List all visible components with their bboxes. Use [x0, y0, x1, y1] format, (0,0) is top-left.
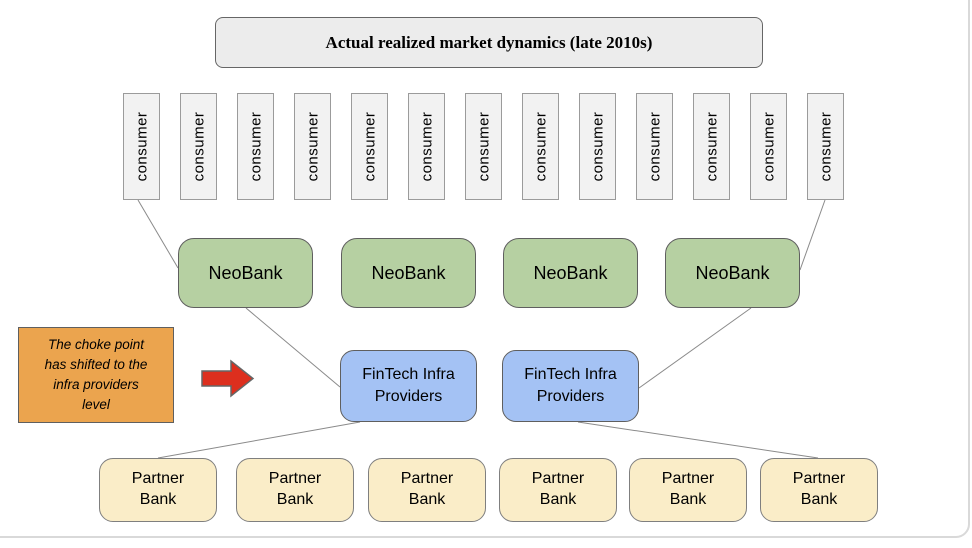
partner-bank-label: Partner Bank	[268, 470, 322, 508]
neobank-box-2: NeoBank	[341, 238, 476, 308]
fintech-infra-box-1: FinTech Infra Providers	[340, 350, 477, 422]
consumer-box-11: consumer	[693, 93, 730, 200]
consumer-label: consumer	[646, 111, 664, 182]
connector-neobank4-infra2	[638, 307, 752, 389]
consumer-box-5: consumer	[351, 93, 388, 200]
consumer-box-12: consumer	[750, 93, 787, 200]
neobank-box-1: NeoBank	[178, 238, 313, 308]
consumer-label: consumer	[418, 111, 436, 182]
partner-bank-label: Partner Bank	[531, 470, 585, 508]
neobank-label: NeoBank	[533, 262, 608, 283]
fintech-infra-label: FinTech Infra Providers	[362, 366, 455, 405]
fintech-infra-box-2: FinTech Infra Providers	[502, 350, 639, 422]
consumer-box-9: consumer	[579, 93, 616, 200]
right-arrow-icon	[201, 359, 255, 398]
diagram-title: Actual realized market dynamics (late 20…	[215, 17, 763, 68]
partner-bank-box-1: Partner Bank	[99, 458, 217, 522]
neobank-label: NeoBank	[208, 262, 283, 283]
consumer-box-4: consumer	[294, 93, 331, 200]
annotation-callout: The choke point has shifted to the infra…	[18, 327, 174, 423]
partner-bank-box-6: Partner Bank	[760, 458, 878, 522]
neobank-label: NeoBank	[371, 262, 446, 283]
connector-consumer13-neobank4	[799, 199, 826, 271]
consumer-box-3: consumer	[237, 93, 274, 200]
consumer-label: consumer	[703, 111, 721, 182]
consumer-label: consumer	[475, 111, 493, 182]
consumer-label: consumer	[532, 111, 550, 182]
neobank-label: NeoBank	[695, 262, 770, 283]
consumer-box-8: consumer	[522, 93, 559, 200]
connector-neobank1-infra1	[245, 307, 341, 388]
connector-infra2-partnerbank6	[577, 421, 819, 459]
neobank-box-4: NeoBank	[665, 238, 800, 308]
consumer-label: consumer	[589, 111, 607, 182]
consumer-box-7: consumer	[465, 93, 502, 200]
consumer-box-1: consumer	[123, 93, 160, 200]
consumer-label: consumer	[361, 111, 379, 182]
consumer-label: consumer	[304, 111, 322, 182]
consumer-label: consumer	[247, 111, 265, 182]
consumer-box-13: consumer	[807, 93, 844, 200]
partner-bank-box-2: Partner Bank	[236, 458, 354, 522]
consumer-label: consumer	[760, 111, 778, 182]
partner-bank-label: Partner Bank	[792, 470, 846, 508]
fintech-infra-label: FinTech Infra Providers	[524, 366, 617, 405]
consumer-label: consumer	[817, 111, 835, 182]
consumer-label: consumer	[190, 111, 208, 182]
annotation-text: The choke point has shifted to the infra…	[44, 336, 148, 413]
consumer-box-6: consumer	[408, 93, 445, 200]
connector-consumer1-neobank1	[137, 199, 179, 269]
partner-bank-label: Partner Bank	[400, 470, 454, 508]
diagram-title-label: Actual realized market dynamics (late 20…	[325, 32, 653, 52]
partner-bank-box-3: Partner Bank	[368, 458, 486, 522]
partner-bank-box-5: Partner Bank	[629, 458, 747, 522]
consumer-label: consumer	[133, 111, 151, 182]
neobank-box-3: NeoBank	[503, 238, 638, 308]
connector-infra1-partnerbank1	[157, 421, 361, 459]
partner-bank-label: Partner Bank	[661, 470, 715, 508]
partner-bank-box-4: Partner Bank	[499, 458, 617, 522]
partner-bank-label: Partner Bank	[131, 470, 185, 508]
consumer-box-2: consumer	[180, 93, 217, 200]
consumer-box-10: consumer	[636, 93, 673, 200]
